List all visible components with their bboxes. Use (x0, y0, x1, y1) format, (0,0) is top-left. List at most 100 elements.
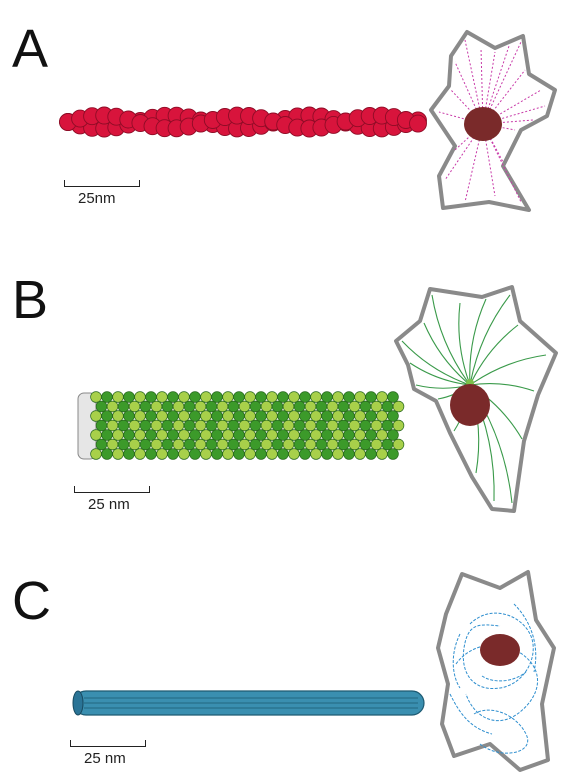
tubulin-subunit (179, 430, 190, 441)
tubulin-subunit (360, 420, 371, 431)
tubulin-subunit (300, 449, 311, 460)
tubulin-subunit (338, 420, 349, 431)
tubulin-subunit (278, 449, 289, 460)
tubulin-subunit (272, 401, 283, 412)
tubulin-subunit (377, 430, 388, 441)
tubulin-subunit (118, 420, 129, 431)
tubulin-subunit (124, 449, 135, 460)
tubulin-subunit (107, 420, 118, 431)
panel-c: C 25 nm (0, 518, 563, 777)
tubulin-subunit (157, 430, 168, 441)
scale-bar-label: 25 nm (84, 750, 126, 767)
nucleus (450, 384, 490, 426)
tubulin-subunit (228, 401, 239, 412)
scale-bar-line (70, 740, 146, 747)
tubulin-subunit (91, 392, 102, 403)
tubulin-subunit (327, 420, 338, 431)
tubulin-subunit (278, 411, 289, 422)
tubulin-subunit (239, 439, 250, 450)
tubulin-subunit (157, 392, 168, 403)
tubulin-subunit (107, 439, 118, 450)
tubulin-subunit (124, 392, 135, 403)
tubulin-subunit (151, 439, 162, 450)
tubulin-subunit (278, 430, 289, 441)
tubulin-subunit (195, 420, 206, 431)
tubulin-subunit (140, 439, 151, 450)
tubulin-subunit (162, 401, 173, 412)
tubulin-subunit (256, 449, 267, 460)
tubulin-subunit (349, 401, 360, 412)
tubulin-subunit (146, 449, 157, 460)
tubulin-subunit (146, 411, 157, 422)
tubulin-subunit (179, 392, 190, 403)
tubulin-subunit (113, 449, 124, 460)
tubulin-subunit (305, 439, 316, 450)
tubulin-subunit (135, 430, 146, 441)
actin-filament (58, 104, 428, 140)
tubulin-subunit (267, 411, 278, 422)
tubulin-subunit (344, 430, 355, 441)
tubulin-subunit (267, 449, 278, 460)
tubulin-subunit (366, 411, 377, 422)
tubulin-subunit (371, 401, 382, 412)
tubulin-subunit (212, 449, 223, 460)
tubulin-subunit (261, 439, 272, 450)
tubulin-subunit (349, 420, 360, 431)
tubulin-subunit (140, 420, 151, 431)
tubulin-subunit (344, 392, 355, 403)
tubulin-subunit (190, 430, 201, 441)
tubulin-subunit (217, 420, 228, 431)
tubulin-subunit (168, 430, 179, 441)
microtubule (74, 389, 408, 463)
tubulin-subunit (300, 411, 311, 422)
tubulin-subunit (245, 449, 256, 460)
tubulin-subunit (316, 401, 327, 412)
tubulin-subunit (234, 430, 245, 441)
tubulin-subunit (223, 449, 234, 460)
tubulin-subunit (234, 392, 245, 403)
tubulin-subunit (338, 401, 349, 412)
tubulin-subunit (135, 449, 146, 460)
tubulin-subunit (377, 392, 388, 403)
tubulin-subunit (223, 430, 234, 441)
tubulin-subunit (289, 449, 300, 460)
tubulin-subunit (195, 439, 206, 450)
tubulin-subunit (135, 392, 146, 403)
tubulin-subunit (294, 420, 305, 431)
tubulin-subunit (91, 449, 102, 460)
tubulin-subunit (201, 449, 212, 460)
scale-bar-label: 25nm (78, 190, 116, 207)
tubulin-subunit (333, 449, 344, 460)
filament-end (73, 691, 83, 715)
tubulin-subunit (206, 401, 217, 412)
tubulin-subunit (344, 411, 355, 422)
tubulin-subunit (311, 449, 322, 460)
tubulin-subunit (124, 430, 135, 441)
tubulin-subunit (333, 411, 344, 422)
tubulin-subunit (289, 392, 300, 403)
tubulin-subunit (327, 439, 338, 450)
tubulin-subunit (124, 411, 135, 422)
tubulin-subunit (217, 401, 228, 412)
nucleus (480, 634, 520, 666)
tubulin-subunit (118, 439, 129, 450)
tubulin-subunit (223, 411, 234, 422)
tubulin-subunit (366, 392, 377, 403)
tubulin-subunit (190, 449, 201, 460)
tubulin-subunit (322, 449, 333, 460)
tubulin-subunit (135, 411, 146, 422)
tubulin-subunit (300, 430, 311, 441)
panel-label-c: C (12, 574, 51, 628)
tubulin-subunit (278, 392, 289, 403)
tubulin-subunit (102, 430, 113, 441)
cell-a (425, 26, 560, 218)
tubulin-subunit (355, 449, 366, 460)
actin-monomer (410, 115, 427, 132)
tubulin-subunit (140, 401, 151, 412)
tubulin-subunit (256, 411, 267, 422)
tubulin-subunit (201, 411, 212, 422)
tubulin-subunit (96, 420, 107, 431)
tubulin-subunit (179, 411, 190, 422)
tubulin-subunit (322, 430, 333, 441)
tubulin-subunit (371, 420, 382, 431)
